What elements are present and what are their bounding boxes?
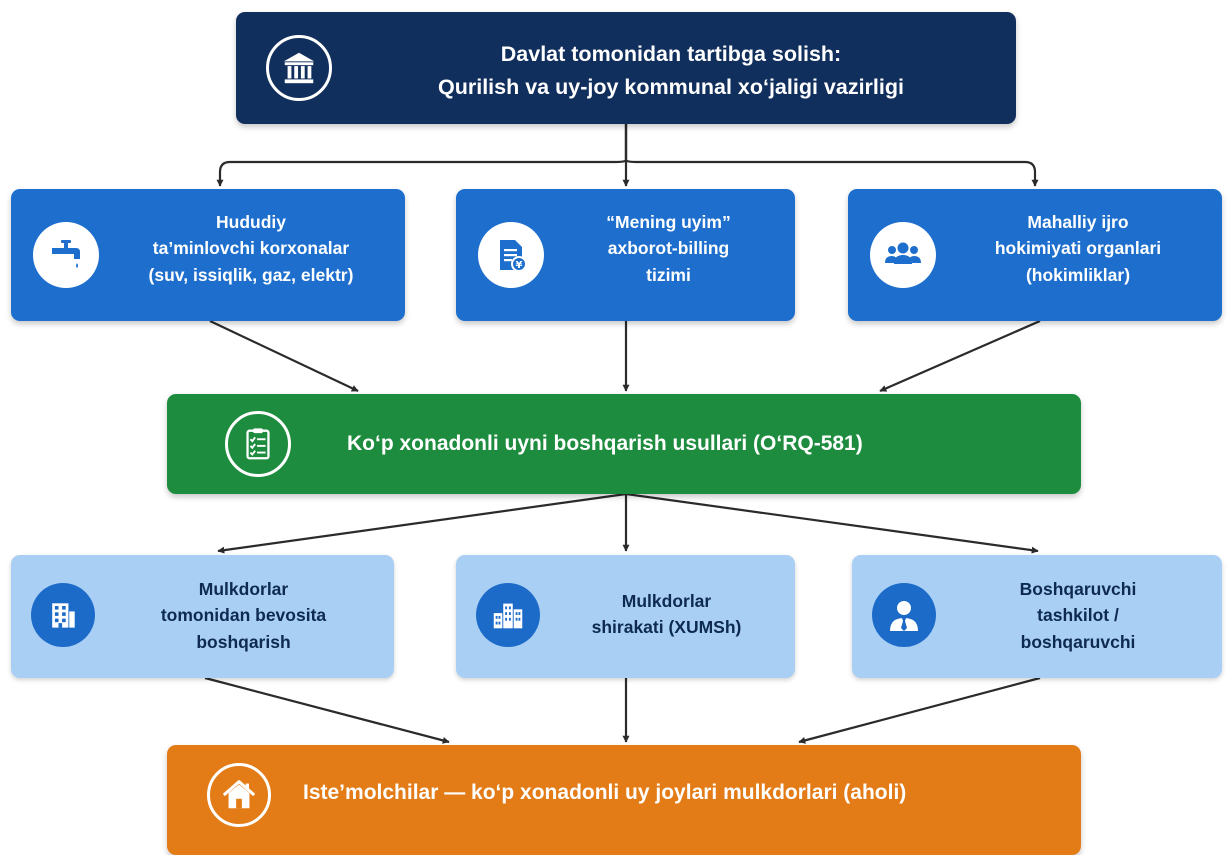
node-management-methods-line1: Ko‘p xonadonli uyni boshqarish usullari … [347,432,863,455]
manager-person-icon [872,583,936,647]
node-owners-association-line2: shirakati (XUMSh) [591,617,742,638]
node-managing-organization-line3: boshqaruvchi [1020,631,1136,652]
node-billing-line3: tizimi [646,264,691,285]
city-buildings-icon [476,583,540,647]
node-direct-management: Mulkdorlar tomonidan bevosita boshqarish [11,555,394,678]
node-utilities: Hududiy ta’minlovchi korxonalar (suv, is… [11,189,405,321]
node-management-methods-text: Ko‘p xonadonli uyni boshqarish usullari … [347,430,863,457]
edge-utilities-to-methods [209,320,359,392]
edge-methods-to-manager [625,492,1039,554]
edge-hokimiyat-to-methods [879,319,1041,393]
node-owners-association-text: Mulkdorlar shirakati (XUMSh) [550,588,783,641]
water-tap-icon [33,222,99,288]
people-group-icon [870,222,936,288]
node-consumers-line1: Iste’molchilar — ko‘p xonadonli uy joyla… [303,781,907,804]
node-owners-association: Mulkdorlar shirakati (XUMSh) [456,555,795,678]
node-direct-management-line1: Mulkdorlar [198,579,289,599]
node-billing-line1: “Mening uyim” [606,212,731,232]
node-managing-organization: Boshqaruvchi tashkilot / boshqaruvchi [852,555,1222,678]
node-utilities-text: Hududiy ta’minlovchi korxonalar (suv, is… [107,209,395,288]
apartment-building-icon [31,583,95,647]
node-ministry-line2: Qurilish va uy-joy kommunal xo‘jaligi va… [438,75,904,100]
node-direct-management-text: Mulkdorlar tomonidan bevosita boshqarish [105,576,382,655]
node-hokimiyat-text: Mahalliy ijro hokimiyati organlari (hoki… [944,209,1212,288]
node-utilities-line3: (suv, issiqlik, gaz, elektr) [148,264,354,285]
edge-methods-to-direct [217,492,627,554]
node-billing-text: “Mening uyim” axborot-billing tizimi [552,209,785,288]
svg-text:¥: ¥ [516,260,523,271]
node-hokimiyat-line2: hokimiyati organlari [994,238,1162,259]
node-ministry-line1: Davlat tomonidan tartibga solish: [500,42,842,66]
billing-document-icon: ¥ [478,222,544,288]
node-owners-association-line1: Mulkdorlar [621,591,712,611]
node-managing-organization-line1: Boshqaruvchi [1019,579,1137,599]
house-icon [207,763,271,827]
checklist-icon [225,411,291,477]
node-hokimiyat-line1: Mahalliy ijro [1027,212,1129,232]
node-direct-management-line2: tomonidan bevosita [160,605,327,626]
node-utilities-line2: ta’minlovchi korxonalar [152,238,350,259]
node-consumers: Iste’molchilar — ko‘p xonadonli uy joyla… [167,745,1081,855]
government-building-icon [266,35,332,101]
node-billing: ¥ “Mening uyim” axborot-billing tizimi [456,189,795,321]
edge-top-to-utilities [216,124,628,187]
node-direct-management-line3: boshqarish [196,631,291,652]
node-management-methods: Ko‘p xonadonli uyni boshqarish usullari … [167,394,1081,494]
node-ministry-text: Davlat tomonidan tartibga solish: Qurili… [346,38,996,105]
node-billing-line2: axborot-billing [607,238,730,259]
edge-top-to-hokimiyat [624,124,1039,187]
node-ministry: Davlat tomonidan tartibga solish: Qurili… [236,12,1016,124]
node-utilities-line1: Hududiy [216,212,286,232]
node-consumers-text: Iste’molchilar — ko‘p xonadonli uy joyla… [303,779,906,806]
edge-manager-to-consumers [798,676,1041,744]
edge-direct-to-consumers [204,676,450,744]
node-managing-organization-text: Boshqaruvchi tashkilot / boshqaruvchi [946,576,1210,655]
node-managing-organization-line2: tashkilot / [1037,605,1119,626]
node-hokimiyat: Mahalliy ijro hokimiyati organlari (hoki… [848,189,1222,321]
node-hokimiyat-line3: (hokimliklar) [1025,264,1131,285]
